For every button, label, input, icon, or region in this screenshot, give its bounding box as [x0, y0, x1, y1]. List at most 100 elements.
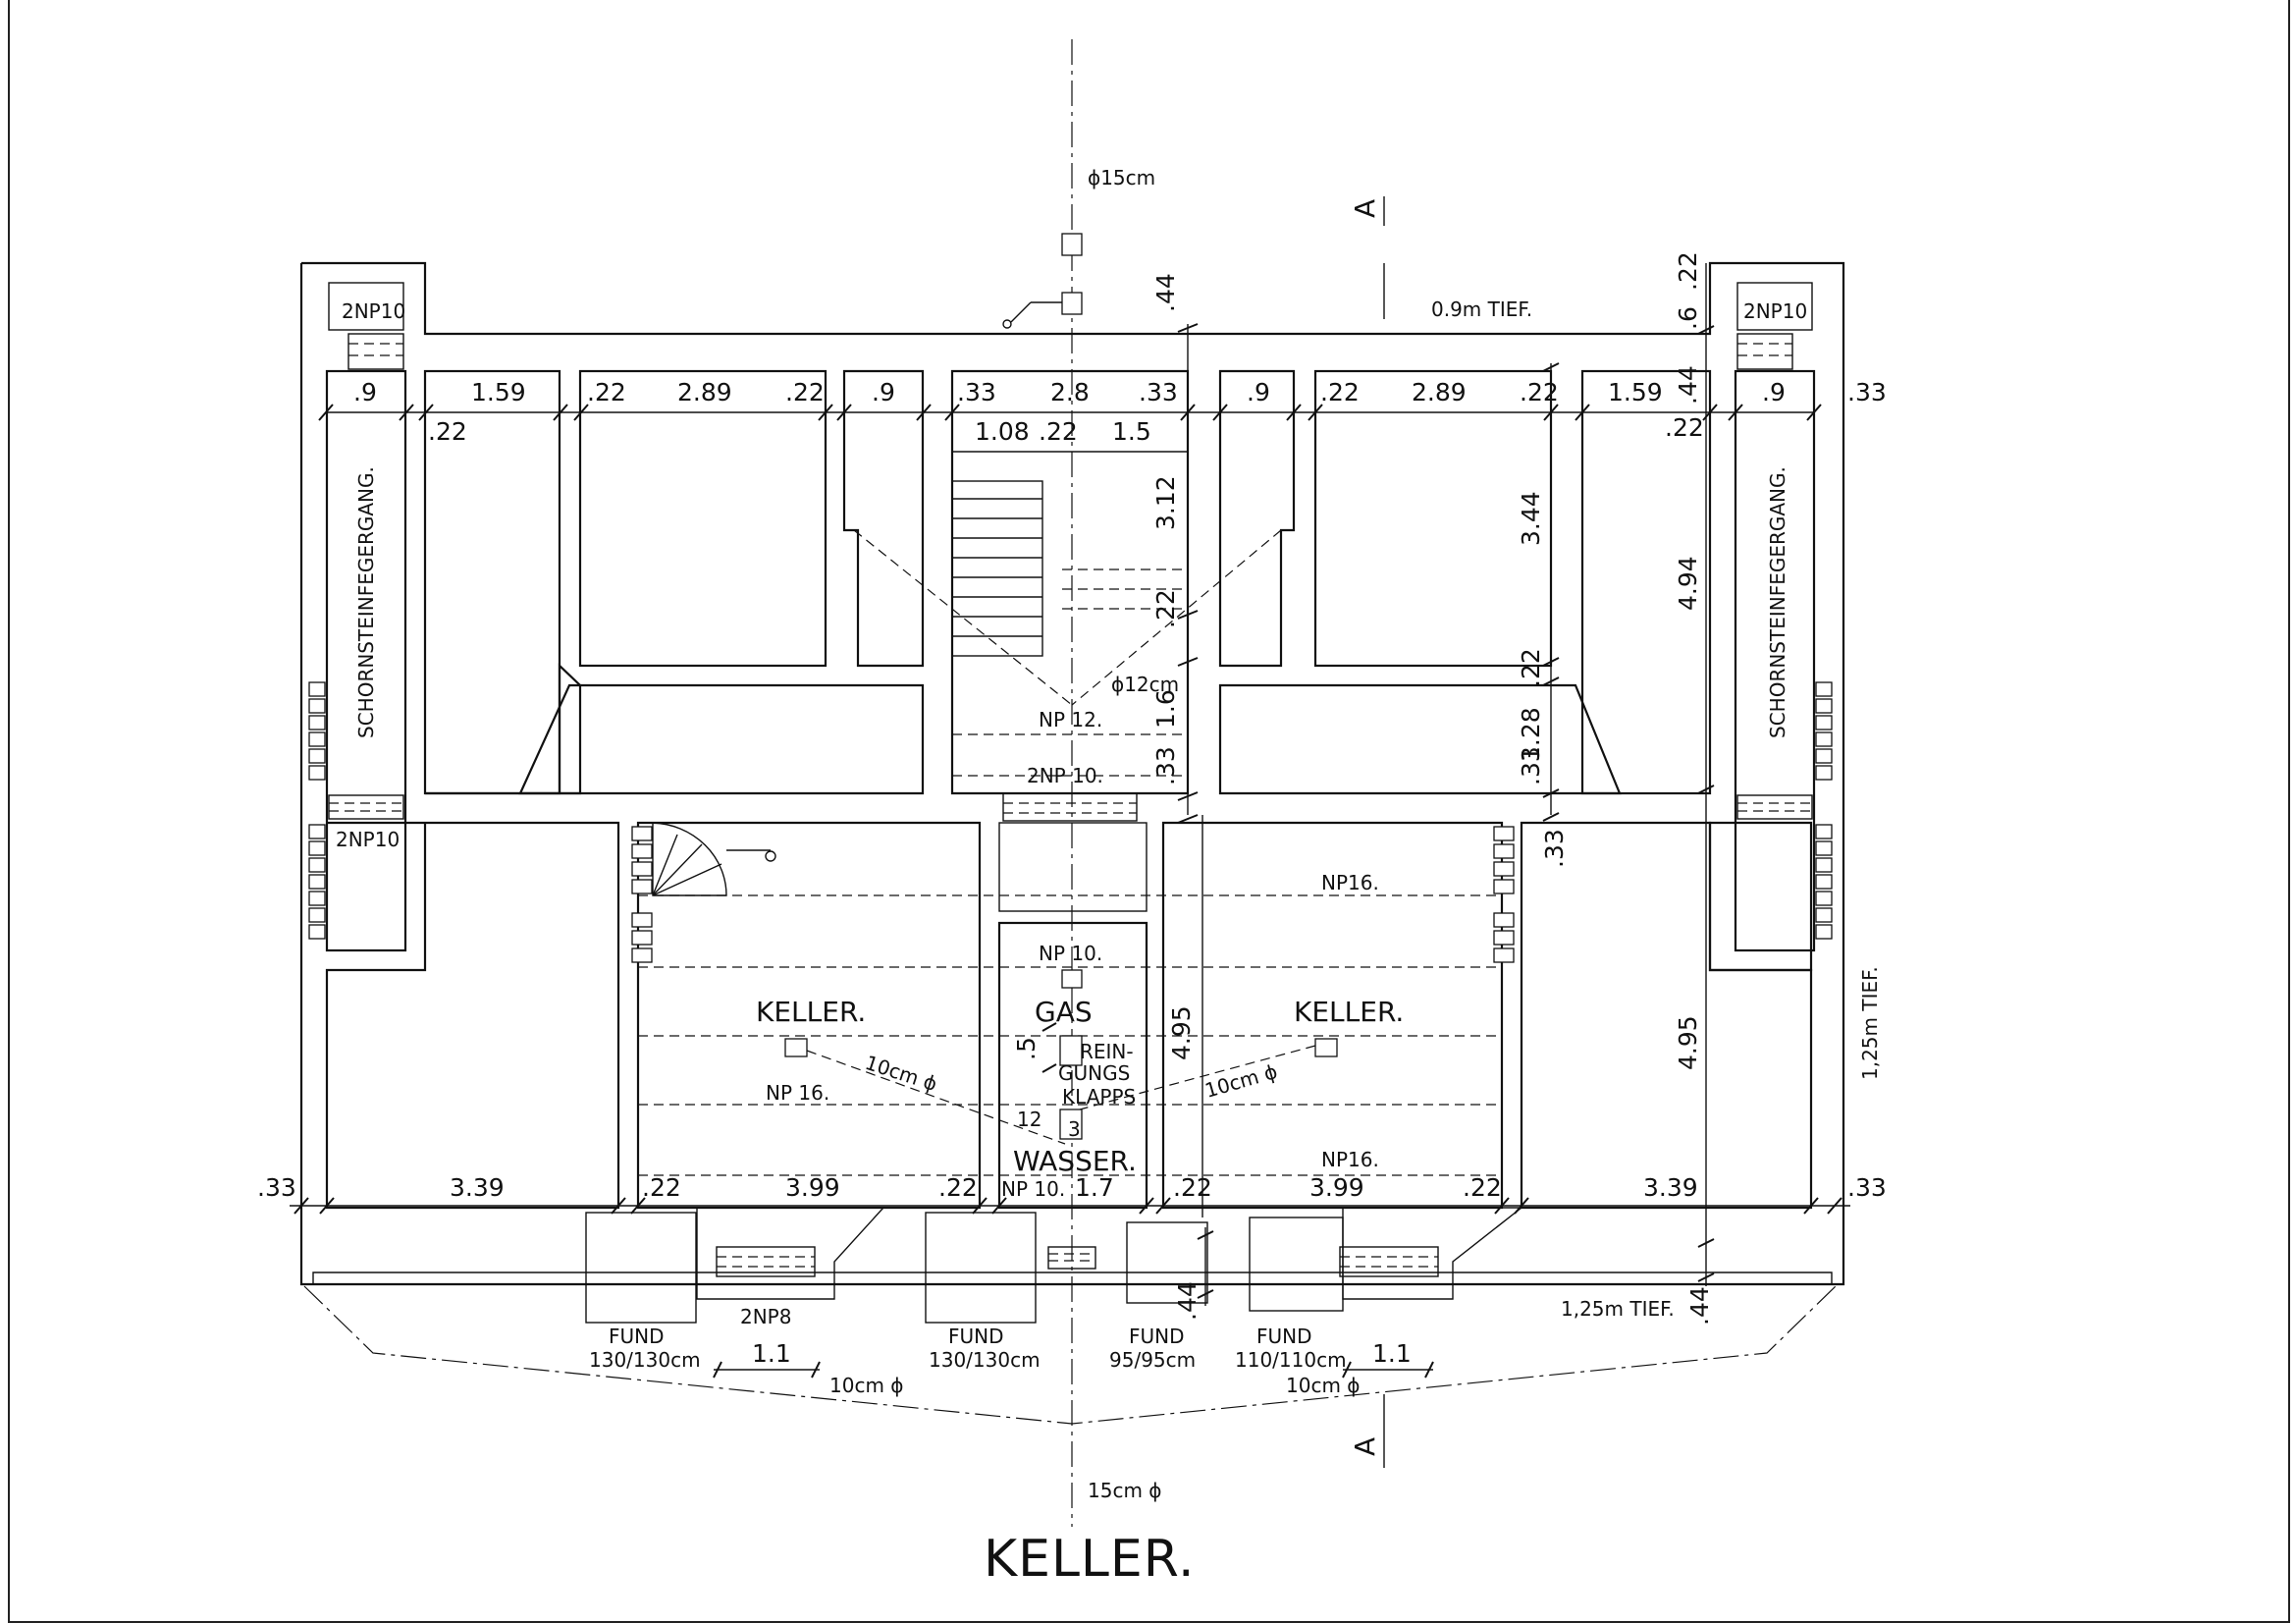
dim-495-right: 4.95 [1674, 1015, 1702, 1070]
dim-top-4: .22 [785, 378, 825, 406]
label-chimney-right: SCHORNSTEINFEGERGANG. [1766, 466, 1789, 738]
dim-top-12: .22 [1520, 378, 1559, 406]
beam-mid-left: 2NP10 [336, 828, 400, 851]
chimney-hatch-right [1736, 333, 1793, 370]
cellar-top-2 [578, 369, 828, 668]
dim-top-0: .9 [353, 378, 377, 406]
chimney-steps-right [1815, 681, 1833, 940]
label-gungs: GUNGS [1058, 1061, 1130, 1085]
dim-bot-1: 3.39 [450, 1173, 505, 1202]
dim-r-22: .22 [1674, 251, 1702, 291]
beam-np10-bottom: NP 10. [1001, 1177, 1065, 1201]
keller-steps-left [631, 826, 653, 963]
cellar-trap-left [518, 683, 925, 795]
beam-top-left: 2NP10 [342, 299, 405, 323]
dim-33c: .33 [1540, 829, 1569, 868]
gas-room [997, 921, 1148, 1210]
foundation-3 [1126, 1221, 1208, 1304]
keller-left [636, 821, 982, 1210]
section-marker-top: A [1349, 199, 1381, 218]
dim-108: 1.08 [975, 417, 1030, 446]
dim-bot-4: .22 [938, 1173, 978, 1202]
pipe-right-diag: 10cm ϕ [1202, 1059, 1280, 1103]
pipe-left-diag: 10cm ϕ [862, 1051, 939, 1096]
dim-r-44: .44 [1674, 365, 1702, 405]
cellar-top-6 [1580, 369, 1712, 795]
dim-22-left: .22 [428, 417, 467, 446]
beam-2np8: 2NP8 [740, 1305, 791, 1328]
drawing-title: KELLER. [984, 1530, 1196, 1589]
depth-top: 0.9m TIEF. [1431, 298, 1532, 321]
foundation-2 [925, 1212, 1037, 1324]
bottom-row-dims: .33 3.39 .22 3.99 .22 1.7 .22 3.99 .22 3… [257, 1173, 1887, 1202]
dim-top-10: .22 [1320, 378, 1360, 406]
beam-np16-right-bot: NP16. [1321, 1148, 1379, 1171]
dim-top-13: 1.59 [1608, 378, 1663, 406]
beam-np10: NP 10. [1039, 942, 1102, 965]
dim-5: .5 [1012, 1037, 1041, 1060]
dim-33a: .33 [1151, 746, 1180, 785]
beam-2np10: 2NP 10. [1027, 764, 1103, 787]
spiral-stair [652, 822, 776, 896]
dim-344: 3.44 [1517, 491, 1545, 546]
dim-top-11: 2.89 [1412, 378, 1467, 406]
room-keller-left: KELLER. [756, 996, 866, 1028]
cellar-lower-left [325, 821, 620, 1210]
dim-bot-0: .33 [257, 1173, 296, 1202]
dim-bot-2: .22 [642, 1173, 681, 1202]
label-klapps: KLAPPS [1062, 1085, 1136, 1109]
fund-1-size: 130/130cm [589, 1348, 701, 1372]
fund-4-label: FUND [1256, 1325, 1312, 1348]
beam-top-right: 2NP10 [1743, 299, 1807, 323]
dim-22-mid: .22 [1039, 417, 1078, 446]
fund-2-size: 130/130cm [929, 1348, 1041, 1372]
dim-11-b: 1.1 [1372, 1339, 1412, 1368]
dim-bot-6: .22 [1173, 1173, 1212, 1202]
dim-top-15: .33 [1847, 378, 1887, 406]
dim-top-8: .33 [1139, 378, 1178, 406]
dim-bot-3: 3.99 [785, 1173, 840, 1202]
outer-wall [299, 261, 1845, 1286]
base-line [312, 1271, 1833, 1284]
dim-top-9: .9 [1247, 378, 1270, 406]
pipe-stair: ϕ12cm [1111, 673, 1179, 696]
dim-44-br: .44 [1685, 1286, 1714, 1325]
main-stair [951, 480, 1188, 777]
chimney-cap-right [1736, 282, 1813, 331]
dim-top-6: .33 [957, 378, 996, 406]
pipe-bottom: 15cm ϕ [1088, 1479, 1161, 1502]
dim-top-14: .9 [1762, 378, 1786, 406]
section-marker-bottom: A [1349, 1437, 1381, 1456]
chimney-steps-left [308, 681, 326, 940]
dim-12: 12 [1017, 1108, 1041, 1131]
dim-312: 3.12 [1151, 475, 1180, 530]
dim-top-3: 2.89 [677, 378, 732, 406]
dim-bot-5: 1.7 [1075, 1173, 1114, 1202]
dim-22c: .22 [1151, 589, 1180, 628]
foundation-4 [1249, 1217, 1344, 1312]
beam-np16-left: NP 16. [766, 1081, 829, 1105]
depth-bottom: 1,25m TIEF. [1561, 1297, 1675, 1321]
dim-top-1: 1.59 [471, 378, 526, 406]
dim-22d: .22 [1517, 648, 1545, 687]
pipe-bottom-left: 10cm ϕ [829, 1374, 903, 1397]
foundation-1 [585, 1212, 697, 1324]
chimney-cap-left [328, 282, 404, 331]
dim-22-right: .22 [1665, 413, 1704, 442]
fund-3-label: FUND [1129, 1325, 1185, 1348]
dim-44-bl: .44 [1173, 1281, 1201, 1321]
cellar-top-5 [1313, 369, 1553, 668]
light-well-right [1342, 1207, 1524, 1300]
label-chimney-left: SCHORNSTEINFEGERGANG. [354, 466, 378, 738]
dim-33b: .33 [1517, 746, 1545, 785]
drawing-frame [8, 0, 2290, 1623]
cellar-lower-right [1520, 821, 1813, 1210]
room-gas: GAS [1035, 996, 1093, 1028]
beam-np12: NP 12. [1039, 708, 1102, 731]
keller-steps-right [1493, 826, 1515, 963]
fund-1-label: FUND [609, 1325, 665, 1348]
fund-2-label: FUND [948, 1325, 1004, 1348]
dim-r-6: .6 [1674, 306, 1702, 330]
drainage-line [303, 1285, 1837, 1425]
